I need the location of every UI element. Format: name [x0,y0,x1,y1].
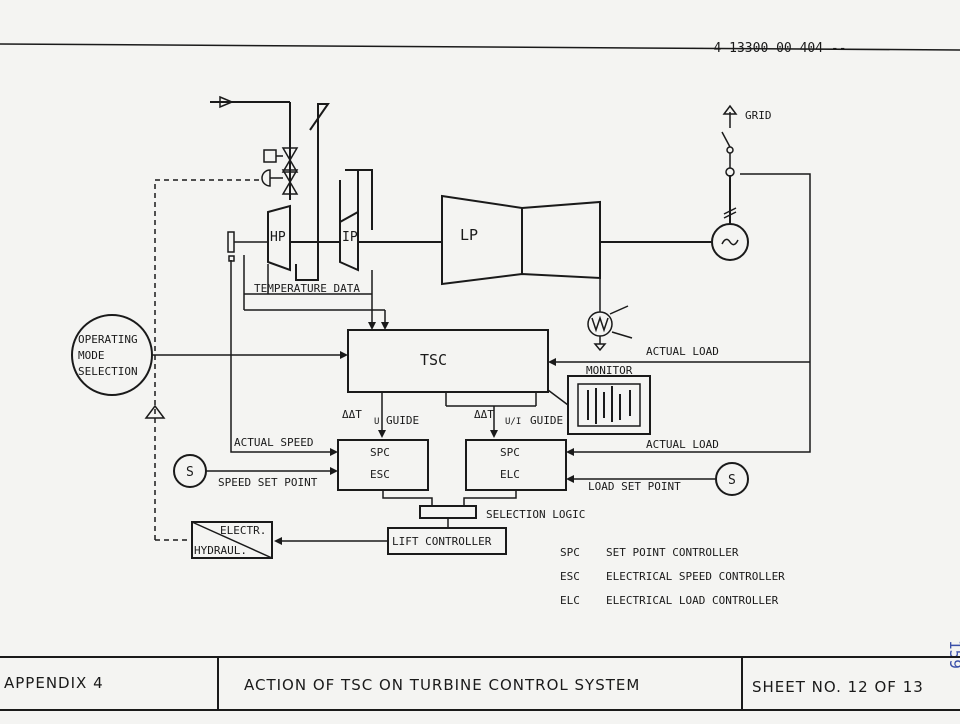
lp-turbine: LP [441,194,601,286]
svg-text:SELECTION: SELECTION [78,365,138,378]
svg-text:ELECTR.: ELECTR. [220,524,266,537]
legend-abbr: SPC [560,546,580,559]
actual-load-bottom-label: ACTUAL LOAD [646,438,719,451]
legend: SPC SET POINT CONTROLLER ESC ELECTRICAL … [560,546,785,607]
svg-text:ELC: ELC [500,468,520,481]
actual-speed-arrow [330,448,338,456]
speed-source: S [173,454,207,488]
actual-load-top-label: ACTUAL LOAD [646,345,719,358]
svg-text:U: U [374,417,379,427]
feedback-arrow-icon [144,404,166,419]
steam-supply-line [210,95,291,200]
lift-to-hydraul-arrow [274,537,282,545]
sheet-top-border [0,43,960,51]
selection-logic [382,490,517,528]
appendix-label: APPENDIX 4 [4,674,104,692]
legend-meaning: ELECTRICAL SPEED CONTROLLER [606,570,785,583]
actual-load-feedback-line [570,173,811,453]
tsc-guide-lines [378,392,537,438]
tsc-monitor-link [547,389,569,406]
svg-text:GUIDE: GUIDE [386,414,419,427]
svg-text:LP: LP [460,226,478,244]
speed-set-point-arrow [330,467,338,475]
actual-speed-line [230,260,332,453]
speed-set-point-label: SPEED SET POINT [218,476,318,489]
margin-note: 159 [946,640,960,669]
load-source: S [715,462,749,496]
speed-sensor-icon [227,231,268,262]
hydraulic-feedback-line [154,179,262,540]
sheet-title: ACTION OF TSC ON TURBINE CONTROL SYSTEM [244,676,640,694]
svg-text:S: S [728,473,736,488]
generator-icon [711,223,749,261]
svg-text:GUIDE: GUIDE [530,414,563,427]
svg-text:HP: HP [270,230,286,245]
svg-text:TSC: TSC [420,351,447,369]
lift-controller: LIFT CONTROLLER [387,527,507,555]
title-block: APPENDIX 4 ACTION OF TSC ON TURBINE CONT… [0,656,960,711]
sheet-number: SHEET NO. 12 OF 13 [752,678,924,696]
guide-right-label: ΔΔT U/I GUIDE [474,408,563,427]
svg-text:SPC: SPC [500,446,520,459]
grid-connection [721,104,738,224]
grid-label: GRID [745,109,772,122]
guide-left-label: ΔΔT U GUIDE [342,408,419,427]
svg-text:SPC: SPC [370,446,390,459]
svg-text:HYDRAUL.: HYDRAUL. [194,544,247,557]
legend-abbr: ESC [560,570,580,583]
svg-text:IP: IP [342,230,358,245]
electr-hydraul-converter: ELECTR. HYDRAUL. [191,521,273,559]
monitor-label: MONITOR [586,364,633,377]
load-set-point-label: LOAD SET POINT [588,480,681,493]
spc-elc-block: SPC ELC [465,439,567,491]
actual-load-tsc-arrow [548,358,556,366]
actuator-valve-icon [261,169,299,195]
condenser-icon [587,278,633,352]
crossover-pipe [295,103,330,281]
legend-meaning: SET POINT CONTROLLER [606,546,739,559]
spc-esc-block: SPC ESC [337,439,429,491]
temperature-data-label: TEMPERATURE DATA [254,282,360,295]
operating-mode-selection: OPERATING MODE SELECTION [71,314,153,396]
doc-number: -- 4 13300 00 404 -- [690,41,847,56]
svg-text:ΔΔT: ΔΔT [474,408,494,421]
svg-text:S: S [186,465,194,480]
svg-text:LIFT CONTROLLER: LIFT CONTROLLER [392,535,492,548]
mode-arrow [340,351,348,359]
hp-turbine: HP [267,204,291,272]
svg-text:OPERATING: OPERATING [78,333,138,346]
svg-text:U/I: U/I [505,417,521,427]
actual-load-bottom-arrow [566,448,574,456]
actual-speed-label: ACTUAL SPEED [234,436,313,449]
ip-turbine: IP [339,169,359,272]
load-set-point-arrow [566,475,574,483]
selection-logic-label: SELECTION LOGIC [486,508,585,521]
svg-text:MODE: MODE [78,349,105,362]
svg-text:ESC: ESC [370,468,390,481]
ip-lp-crossover [358,169,373,230]
legend-abbr: ELC [560,594,580,607]
svg-text:ΔΔT: ΔΔT [342,408,362,421]
control-valve-icon [263,147,299,173]
temperature-data-lines [243,255,389,330]
tsc-block: TSC [347,329,549,393]
legend-meaning: ELECTRICAL LOAD CONTROLLER [606,594,779,607]
monitor-icon [567,375,651,435]
